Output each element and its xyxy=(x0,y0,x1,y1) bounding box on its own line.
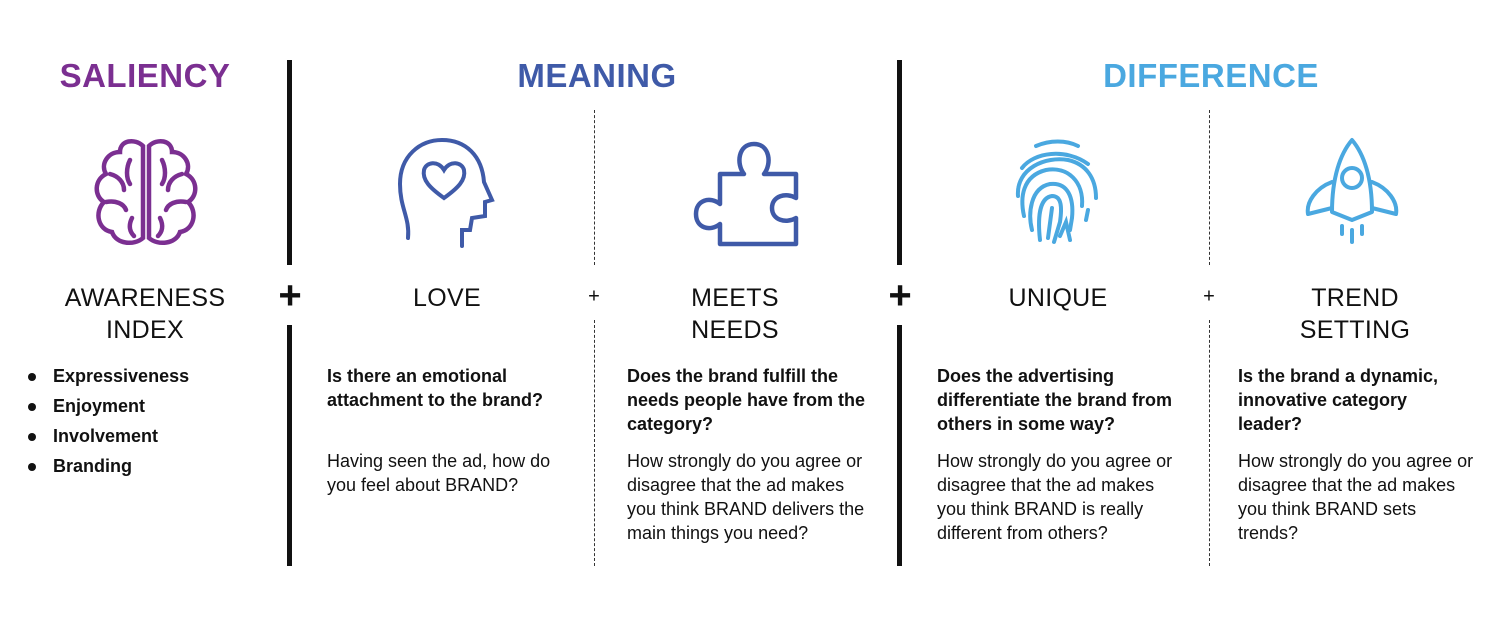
subsection-divider xyxy=(594,320,595,566)
label-line: MEETS xyxy=(691,284,779,312)
header-saliency: SALIENCY xyxy=(59,57,231,94)
subsection-divider xyxy=(1209,320,1210,566)
meets-needs-body: How strongly do you agree or disagree th… xyxy=(627,451,865,543)
plus-icon: + xyxy=(278,273,302,318)
plus-icon: + xyxy=(588,285,600,308)
section-divider xyxy=(287,60,292,265)
label-awareness-index: AWARENESS INDEX xyxy=(65,282,226,346)
fingerprint-icon xyxy=(1015,139,1098,244)
subsection-divider xyxy=(1209,110,1210,265)
label-meets-needs: MEETS NEEDS xyxy=(691,282,779,346)
love-body: Having seen the ad, how do you feel abou… xyxy=(327,451,551,495)
list-item: Expressiveness xyxy=(28,364,189,394)
section-divider xyxy=(897,325,902,566)
label-line: UNIQUE xyxy=(1008,284,1108,312)
header-meaning: MEANING xyxy=(517,57,677,94)
list-item: Enjoyment xyxy=(28,394,189,424)
section-divider xyxy=(897,60,902,265)
label-line: LOVE xyxy=(413,284,481,312)
plus-icon: + xyxy=(1203,285,1215,308)
label-line: SETTING xyxy=(1299,316,1411,344)
trend-setting-body: How strongly do you agree or disagree th… xyxy=(1238,451,1474,543)
section-divider xyxy=(287,325,292,566)
list-item: Involvement xyxy=(28,424,189,454)
brain-icon xyxy=(94,138,198,246)
label-line: NEEDS xyxy=(691,316,779,344)
plus-icon: + xyxy=(888,273,912,318)
rocket-icon xyxy=(1305,138,1399,244)
list-item: Branding xyxy=(28,454,189,484)
head-heart-icon xyxy=(397,137,495,248)
label-line: AWARENESS xyxy=(64,284,226,312)
love-question: Is there an emotional attachment to the … xyxy=(327,366,544,410)
label-trend-setting: TREND SETTING xyxy=(1300,282,1410,346)
unique-question: Does the advertising differentiate the b… xyxy=(937,366,1173,434)
label-love: LOVE xyxy=(413,282,481,314)
subsection-divider xyxy=(594,110,595,265)
label-line: TREND xyxy=(1311,284,1399,312)
meets-needs-question: Does the brand fulfill the needs people … xyxy=(627,366,866,434)
label-unique: UNIQUE xyxy=(1008,282,1107,314)
header-difference: DIFFERENCE xyxy=(1103,57,1319,94)
unique-body: How strongly do you agree or disagree th… xyxy=(937,451,1173,543)
awareness-bullet-list: Expressiveness Enjoyment Involvement Bra… xyxy=(28,364,189,484)
trend-setting-question: Is the brand a dynamic, innovative categ… xyxy=(1238,366,1439,434)
puzzle-piece-icon xyxy=(693,141,799,247)
label-line: INDEX xyxy=(106,316,184,344)
